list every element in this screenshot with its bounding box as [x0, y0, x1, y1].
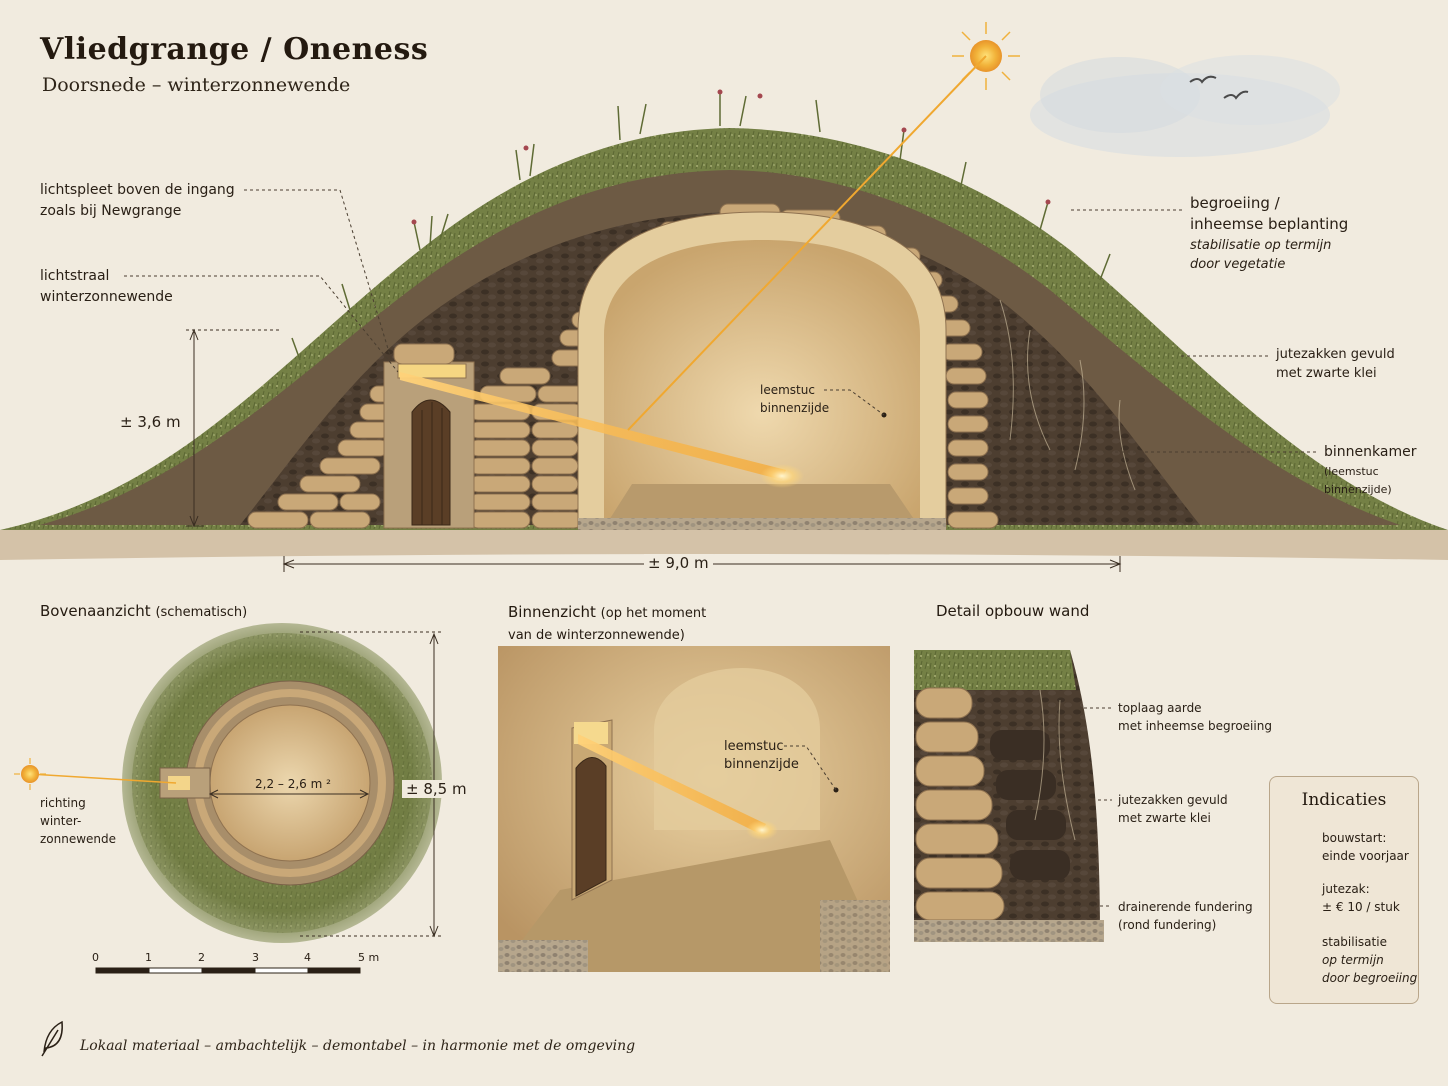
height-dimension [186, 328, 280, 528]
callout-jute-bags: jutezakken gevuld met zwarte klei [1276, 347, 1395, 381]
footer-leaf-icon [41, 1020, 63, 1057]
height-dim-label: ± 3,6 m [116, 413, 185, 431]
birds [1189, 75, 1249, 100]
scale-tick-1: 1 [145, 951, 152, 964]
callout-inner-chamber: binnenkamer [1324, 444, 1417, 460]
wall-foundation-label: drainerende fundering (rond fundering) [1118, 900, 1253, 932]
inner-chamber [577, 211, 947, 530]
light-beam [400, 55, 987, 488]
page-title: Vliedgrange / Oneness [40, 32, 429, 67]
callout-vegetation-note: stabilisatie op termijn door vegetatie [1190, 238, 1332, 272]
scale-tick-4: 4 [304, 951, 311, 964]
inner-view-stucco: leemstuc binnenzijde [724, 739, 799, 772]
cloud [1030, 55, 1340, 157]
mound-section [0, 55, 1448, 530]
top-sun-direction: richting winter- zonnewende [40, 796, 117, 846]
callout-inner-chamber-note: (leemstuc binnenzijde) [1324, 465, 1392, 496]
callout-light-beam: lichtstraal winterzonnewende [40, 268, 173, 305]
scale-tick-5: 5 m [358, 951, 380, 964]
footer-tagline: Lokaal materiaal – ambachtelijk – demont… [80, 1038, 636, 1054]
wall-topsoil-label: toplaag aarde met inheemse begroeiing [1118, 701, 1272, 733]
scale-bar [95, 967, 361, 974]
scale-tick-0: 0 [92, 951, 99, 964]
top-view-drawing [29, 623, 442, 943]
indications-panel [1269, 776, 1419, 1004]
callout-vegetation: begroeiing / inheemse beplanting [1190, 194, 1349, 233]
page-subtitle: Doorsnede – winterzonnewende [42, 74, 351, 96]
indications-title: Indicaties [1301, 790, 1387, 810]
inner-view-title: Binnenzicht (op het moment van de winter… [508, 603, 707, 643]
width-dim-label: ± 9,0 m [644, 554, 713, 572]
scale-tick-3: 3 [252, 951, 259, 964]
top-inner-dim: 2,2 – 2,6 m ² [255, 777, 331, 791]
scale-tick-2: 2 [198, 951, 205, 964]
wall-detail-title: Detail opbouw wand [936, 602, 1090, 620]
top-sun-icon [14, 758, 46, 790]
top-outer-dim: ± 8,5 m [402, 780, 471, 798]
wall-jute-label: jutezakken gevuld met zwarte klei [1118, 793, 1228, 825]
indication-stabilisation: stabilisatie op termijn door begroeiing [1322, 935, 1418, 985]
wall-callout-lines [784, 707, 1112, 907]
indication-jute-price: jutezak: ± € 10 / stuk [1322, 882, 1400, 914]
callout-lines [124, 189, 1316, 453]
ground [0, 525, 1448, 560]
callout-light-slit: lichtspleet boven de ingang zoals bij Ne… [40, 182, 235, 219]
top-view-title: Bovenaanzicht (schematisch) [40, 602, 248, 620]
inner-view-drawing [498, 646, 890, 972]
indication-start: bouwstart: einde voorjaar [1322, 831, 1409, 863]
wall-detail-drawing [914, 650, 1104, 942]
callout-stucco: leemstuc binnenzijde [760, 383, 830, 415]
